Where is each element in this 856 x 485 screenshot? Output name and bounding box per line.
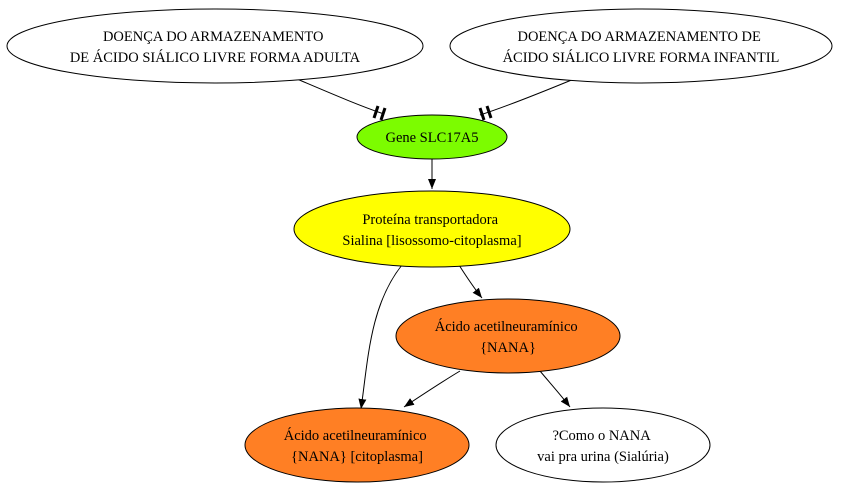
edge-nana-to-urine: [539, 370, 571, 408]
node-urine-question-line-2: vai pra urina (Sialúria): [537, 449, 669, 465]
edge-protein-to-nana-cyto: [358, 264, 403, 410]
edge-protein-to-nana: [458, 264, 483, 299]
node-adult-disease-line-2: DE ÁCIDO SIÁLICO LIVRE FORMA ADULTA: [70, 49, 361, 66]
node-urine-question-line-1: ?Como o NANA: [552, 428, 651, 444]
node-protein-line-1: Proteína transportadora: [362, 212, 498, 228]
svg-text:Ácido acetilneuramínico: Ácido acetilneuramínico {NANA} [citoplas…: [284, 427, 431, 465]
node-gene[interactable]: Gene SLC17A5: [356, 114, 508, 160]
edge-nana-to-nana-cyto: [403, 370, 461, 408]
node-nana-cytoplasm-line-2: {NANA} [citoplasma]: [291, 449, 423, 465]
node-infant-disease-line-2: ÁCIDO SIÁLICO LIVRE FORMA INFANTIL: [503, 49, 780, 66]
edge-adult-to-gene: [296, 78, 385, 115]
edges: [296, 78, 575, 410]
node-nana-line-1: Ácido acetilneuramínico: [435, 318, 578, 335]
node-infant-disease-shape: [449, 8, 833, 84]
node-nana-line-2: {NANA}: [480, 340, 536, 356]
node-urine-question[interactable]: ?Como o NANA vai pra urina (Sialúria): [495, 407, 711, 483]
node-protein-shape: [293, 190, 571, 268]
node-infant-disease[interactable]: DOENÇA DO ARMAZENAMENTO DE ÁCIDO SIÁLICO…: [449, 8, 833, 84]
svg-text:Ácido acetilneuramínico: Ácido acetilneuramínico {NANA}: [435, 318, 582, 356]
svg-text:DOENÇA DO ARMAZENAMENTO: DOENÇA DO ARMAZENAMENTO DE ÁCIDO SIÁLICO…: [70, 29, 361, 66]
edge-infant-to-gene-tee-marks: [478, 105, 493, 121]
edge-infant-to-gene: [479, 78, 575, 116]
edge-adult-to-gene-tee-marks: [372, 105, 387, 121]
node-nana-cytoplasm-line-1: Ácido acetilneuramínico: [284, 427, 427, 444]
node-adult-disease-shape: [6, 8, 424, 84]
svg-text:DOENÇA DO ARMAZENAMENTO DE: DOENÇA DO ARMAZENAMENTO DE ÁCIDO SIÁLICO…: [503, 29, 780, 66]
node-protein[interactable]: Proteína transportadora Sialina [lisosso…: [293, 190, 571, 268]
svg-text:Proteína transportadora: Proteína transportadora Sialina [lisosso…: [342, 212, 521, 249]
node-nana[interactable]: Ácido acetilneuramínico {NANA}: [395, 298, 621, 374]
node-adult-disease-line-1: DOENÇA DO ARMAZENAMENTO: [103, 29, 323, 45]
node-nana-cytoplasm-shape: [244, 407, 470, 483]
node-gene-label: Gene SLC17A5: [385, 130, 478, 146]
node-protein-line-2: Sialina [lisossomo-citoplasma]: [342, 233, 521, 249]
node-gene-shape: [356, 114, 508, 160]
node-nana-cytoplasm[interactable]: Ácido acetilneuramínico {NANA} [citoplas…: [244, 407, 470, 483]
node-nana-shape: [395, 298, 621, 374]
svg-text:?Como o NANA vai pra uri: ?Como o NANA vai pra urina (Sialúria): [537, 428, 669, 465]
node-infant-disease-line-1: DOENÇA DO ARMAZENAMENTO DE: [517, 29, 761, 45]
node-urine-question-shape: [495, 407, 711, 483]
node-adult-disease[interactable]: DOENÇA DO ARMAZENAMENTO DE ÁCIDO SIÁLICO…: [6, 8, 424, 84]
